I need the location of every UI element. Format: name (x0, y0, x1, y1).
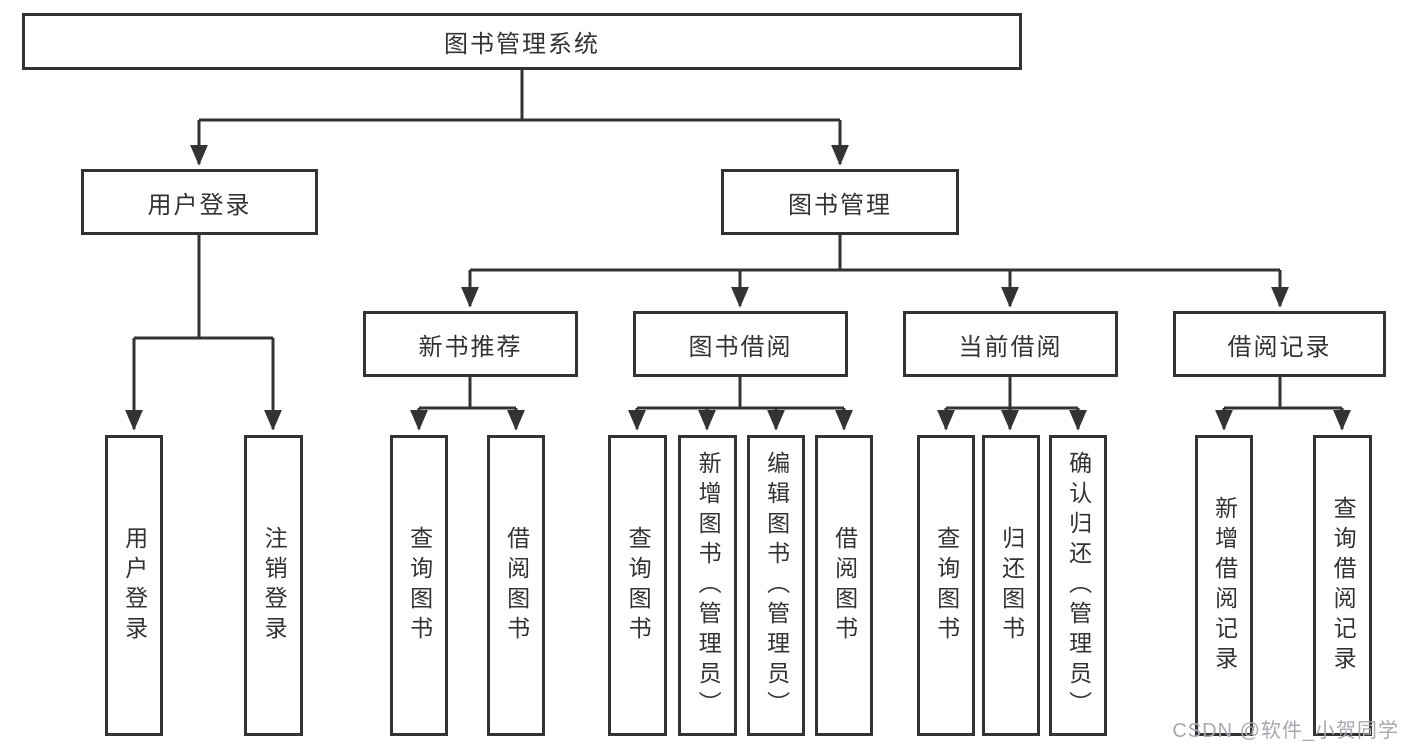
node-label: 图书借阅 (688, 333, 793, 361)
leaf-edit-book-admin: 编辑图书（管理员） (747, 435, 805, 736)
leaf-borrow-books: 借阅图书 (815, 435, 873, 736)
node-label: 查询图书 (933, 525, 960, 646)
leaf-user-login: 用户登录 (105, 435, 163, 736)
node-label: 查询图书 (625, 525, 652, 646)
node-label: 当前借阅 (958, 333, 1063, 361)
leaf-confirm-return-admin: 确认归还（管理员） (1049, 435, 1107, 736)
node-label: 新书推荐 (418, 333, 523, 361)
leaf-query-books-current: 查询图书 (917, 435, 975, 736)
node-label: 图书管理 (788, 191, 892, 219)
leaf-query-books-recommend: 查询图书 (390, 435, 448, 736)
leaf-return-books: 归还图书 (982, 435, 1040, 736)
leaf-query-books-borrow: 查询图书 (608, 435, 667, 736)
node-label: 确认归还（管理员） (1065, 450, 1092, 721)
leaf-add-book-admin: 新增图书（管理员） (678, 435, 737, 736)
leaf-borrow-books-recommend: 借阅图书 (487, 435, 545, 736)
node-borrow-records: 借阅记录 (1173, 311, 1386, 377)
node-user-login: 用户登录 (81, 169, 318, 235)
watermark: CSDN @软件_小贺同学 (1172, 720, 1399, 742)
node-label: 编辑图书（管理员） (763, 450, 790, 721)
node-label: 借阅图书 (503, 525, 530, 646)
node-label: 注销登录 (261, 525, 288, 646)
leaf-query-borrow-record: 查询借阅记录 (1313, 435, 1372, 736)
node-label: 借阅记录 (1227, 333, 1332, 361)
node-book-management: 图书管理 (721, 169, 959, 235)
node-label: 新增借阅记录 (1211, 495, 1238, 676)
node-label: 归还图书 (998, 525, 1025, 646)
node-library-management-system: 图书管理系统 (22, 13, 1022, 70)
leaf-logout: 注销登录 (244, 435, 303, 736)
node-book-borrow: 图书借阅 (633, 311, 848, 377)
node-label: 用户登录 (121, 525, 148, 646)
node-label: 查询借阅记录 (1330, 495, 1357, 676)
node-new-book-recommend: 新书推荐 (363, 311, 578, 377)
leaf-add-borrow-record: 新增借阅记录 (1195, 435, 1253, 736)
node-label: 用户登录 (147, 191, 252, 219)
node-label: 新增图书（管理员） (695, 450, 722, 721)
node-label: 图书管理系统 (444, 31, 600, 58)
node-label: 查询图书 (406, 525, 433, 646)
node-current-borrow: 当前借阅 (903, 311, 1118, 377)
node-label: 借阅图书 (831, 525, 858, 646)
